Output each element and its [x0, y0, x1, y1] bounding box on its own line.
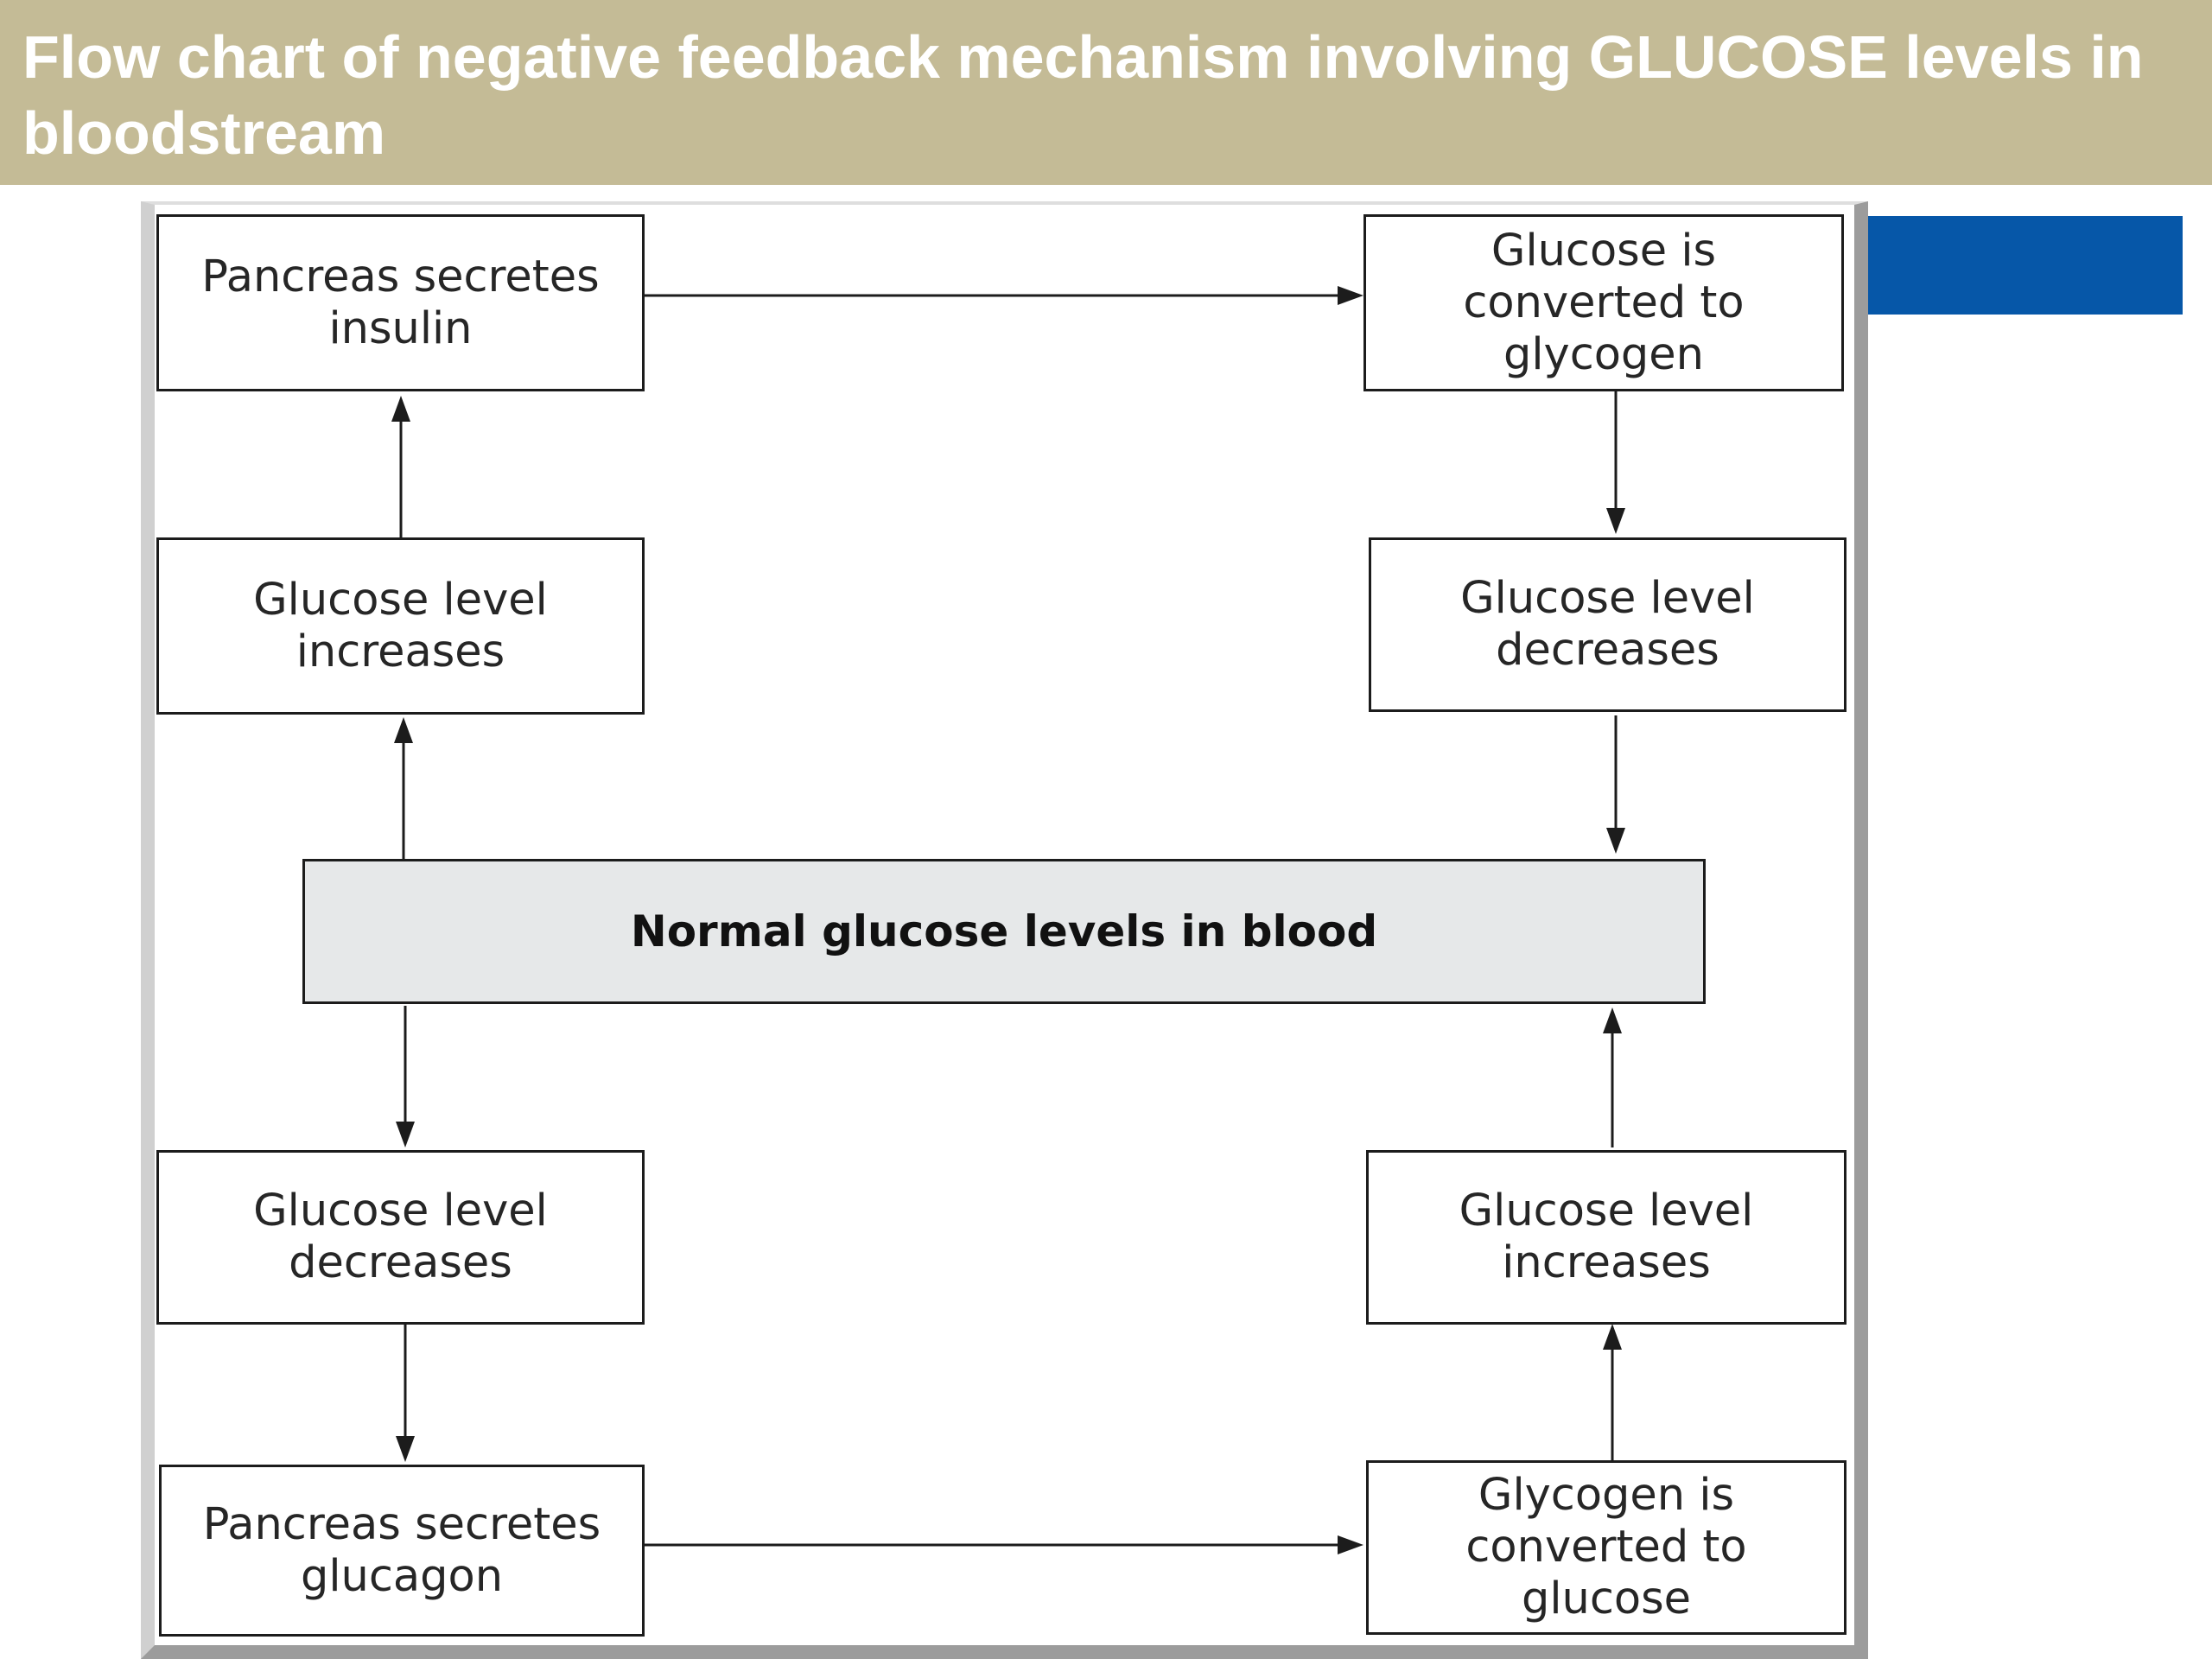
arrow-center-to-left-decrease [396, 1006, 415, 1147]
box-left-glucose-level-decreases: Glucose level decreases [156, 1150, 645, 1325]
box-label: Glucose level increases [1459, 1185, 1754, 1288]
arrow-center-to-left-increase [394, 717, 413, 859]
arrow-glycogen-to-decrease [1606, 391, 1625, 534]
box-label: Glucose is converted to glycogen [1463, 225, 1745, 380]
box-glucose-converted-to-glycogen: Glucose is converted to glycogen [1363, 214, 1844, 391]
box-right-glucose-level-increases: Glucose level increases [1366, 1150, 1847, 1325]
box-pancreas-secretes-glucagon: Pancreas secretes glucagon [159, 1465, 645, 1637]
box-label: Pancreas secretes glucagon [202, 1498, 601, 1602]
box-left-glucose-level-increases: Glucose level increases [156, 537, 645, 715]
arrow-right-decrease-to-center [1606, 715, 1625, 854]
box-label: Pancreas secretes insulin [201, 251, 600, 354]
arrow-glucagon-to-glucose [643, 1535, 1363, 1554]
arrow-increase-to-insulin [391, 396, 410, 537]
arrow-decrease-to-glucagon [396, 1324, 415, 1462]
arrow-glucose-to-increase [1603, 1324, 1622, 1462]
box-label: Glucose level decreases [253, 1185, 548, 1288]
arrow-insulin-to-glycogen [643, 286, 1363, 305]
box-label: Glucose level decreases [1460, 573, 1755, 676]
title-bar: Flow chart of negative feedback mechanis… [0, 0, 2212, 185]
arrow-right-increase-to-center [1603, 1007, 1622, 1147]
box-right-glucose-level-decreases: Glucose level decreases [1369, 537, 1847, 712]
accent-bar [1866, 216, 2183, 315]
center-label: Normal glucose levels in blood [630, 906, 1378, 957]
box-glycogen-converted-to-glucose: Glycogen is converted to glucose [1366, 1460, 1847, 1635]
box-pancreas-secretes-insulin: Pancreas secretes insulin [156, 214, 645, 391]
box-label: Glucose level increases [253, 574, 548, 677]
box-label: Glycogen is converted to glucose [1465, 1470, 1747, 1624]
box-normal-glucose-levels: Normal glucose levels in blood [302, 859, 1706, 1004]
slide-title: Flow chart of negative feedback mechanis… [22, 23, 2144, 167]
